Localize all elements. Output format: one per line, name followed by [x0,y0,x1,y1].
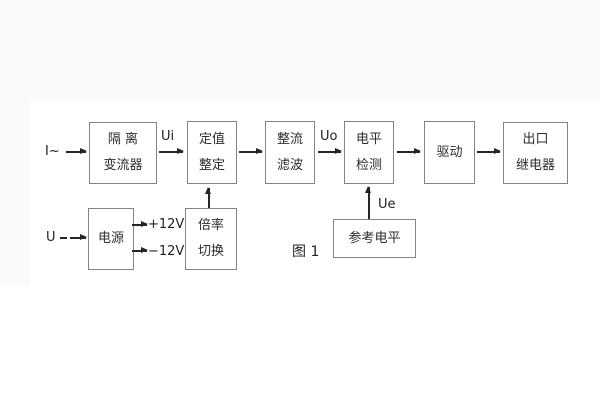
block-ratio-line2: 切换 [197,244,224,259]
label-plus-12v: +12V [148,217,185,232]
block-rectifier-line1: 整流 [276,131,303,147]
arrowhead-icon [141,247,148,253]
label-input-current: I~ [45,144,60,159]
arrow-rectifier-to-level [318,148,342,154]
block-level-line2: 检测 [355,157,382,173]
arrow-drive-to-output [477,148,501,154]
background-margin-left [0,99,30,285]
arrow-voltage-to-power [70,234,87,240]
block-reference-line1: 参考电平 [348,230,401,246]
block-output-line1: 出口 [522,132,549,147]
block-power-line1: 电源 [97,231,124,246]
arrow-power-plus12 [132,221,148,227]
arrowhead-icon [204,187,211,194]
label-uo: Uo [320,129,338,144]
block-level-detect: 电平 检测 [344,121,394,184]
block-setpoint-adjust: 定值 整定 [187,121,237,184]
arrow-power-minus12 [132,247,148,253]
block-output-relay: 出口 继电器 [503,122,568,184]
block-isolation-transformer: 隔 离 变流器 [89,122,157,184]
arrowhead-icon [494,148,501,154]
line-voltage-lead [60,237,67,239]
arrow-isolation-to-setpoint [159,148,184,154]
block-reference-level: 参考电平 [333,219,416,258]
arrowhead-icon [80,234,87,240]
block-output-line2: 继电器 [515,158,555,173]
arrow-current-to-isolation [66,148,87,154]
label-ui: Ui [161,129,175,144]
block-drive: 驱动 [424,121,475,184]
label-input-voltage: U [46,230,56,245]
label-minus-12v: −12V [148,244,185,259]
arrow-ratio-to-setpoint [204,187,211,208]
label-ue: Ue [378,197,396,212]
arrow-reference-to-level [364,186,371,219]
arrow-setpoint-to-rectifier [239,148,263,154]
block-isolation-line2: 变流器 [103,158,143,173]
block-drive-line1: 驱动 [436,144,463,160]
block-ratio-line1: 倍率 [197,218,224,233]
block-setpoint-line2: 整定 [198,157,225,173]
arrowhead-icon [256,148,263,154]
arrowhead-icon [414,148,421,154]
arrowhead-icon [141,221,148,227]
arrowhead-icon [177,148,184,154]
block-setpoint-line1: 定值 [198,131,225,147]
block-ratio-switch: 倍率 切换 [185,208,237,270]
block-rectifier-line2: 滤波 [276,157,303,173]
background-margin-top [0,0,600,99]
arrowhead-icon [364,186,371,193]
block-level-line1: 电平 [355,131,382,147]
arrow-level-to-drive [397,148,421,154]
block-isolation-line1: 隔 离 [107,132,139,147]
figure-caption: 图 1 [292,244,320,260]
arrowhead-icon [335,148,342,154]
block-rectifier-filter: 整流 滤波 [265,121,315,184]
arrowhead-icon [80,148,87,154]
block-power-supply: 电源 [88,208,134,270]
